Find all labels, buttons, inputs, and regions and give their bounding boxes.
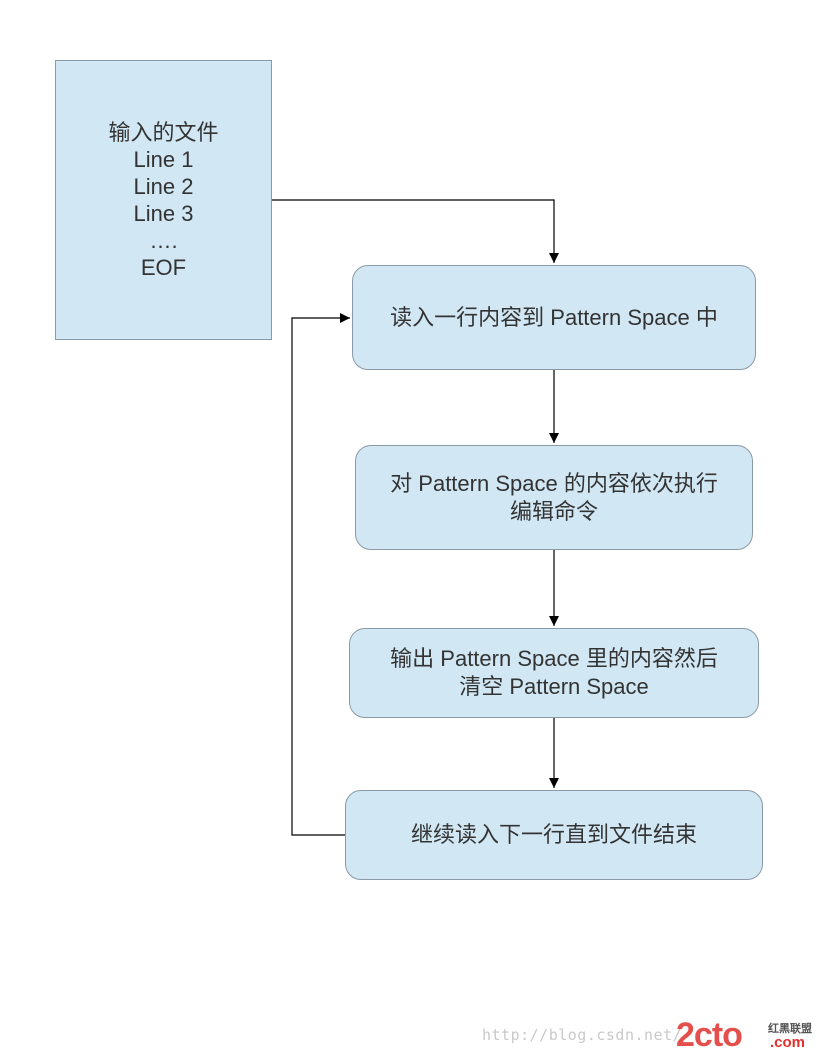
step-output-clear-line2: 清空 Pattern Space <box>459 674 649 699</box>
step-apply-commands-line1: 对 Pattern Space 的内容依次执行 <box>390 470 718 496</box>
input-file-title: 输入的文件 <box>108 120 219 145</box>
step-continue: 继续读入下一行直到文件结束 <box>345 790 763 880</box>
input-line-2: Line 2 <box>133 174 194 199</box>
step-continue-text: 继续读入下一行直到文件结束 <box>410 822 697 847</box>
input-file-box: 输入的文件 Line 1 Line 2 Line 3 …. EOF <box>55 60 272 340</box>
watermark-logo-com: .com <box>770 1034 806 1051</box>
step-read-line: 读入一行内容到 Pattern Space 中 <box>352 265 756 370</box>
step-output-clear: 输出 Pattern Space 里的内容然后 清空 Pattern Space <box>349 628 759 718</box>
watermark-url: http://blog.csdn.net/ <box>482 1026 683 1044</box>
watermark-logo-cn: 红黑联盟 <box>768 1023 812 1035</box>
input-ellipsis: …. <box>149 228 178 253</box>
step-output-clear-line1: 输出 Pattern Space 里的内容然后 <box>390 646 718 671</box>
step-apply-commands-line2: 编辑命令 <box>509 498 598 524</box>
watermark-logo: 2cto <box>676 1016 743 1054</box>
step-read-line-text: 读入一行内容到 Pattern Space 中 <box>390 304 718 330</box>
input-line-3: Line 3 <box>133 201 194 226</box>
input-line-1: Line 1 <box>133 147 194 172</box>
input-eof: EOF <box>140 255 187 280</box>
edge-loop-back <box>291 313 350 836</box>
step-apply-commands: 对 Pattern Space 的内容依次执行 编辑命令 <box>355 445 753 550</box>
watermark: http://blog.csdn.net/ 2cto 红黑联盟 .com <box>482 1016 812 1054</box>
edge-input-to-read <box>272 199 559 263</box>
